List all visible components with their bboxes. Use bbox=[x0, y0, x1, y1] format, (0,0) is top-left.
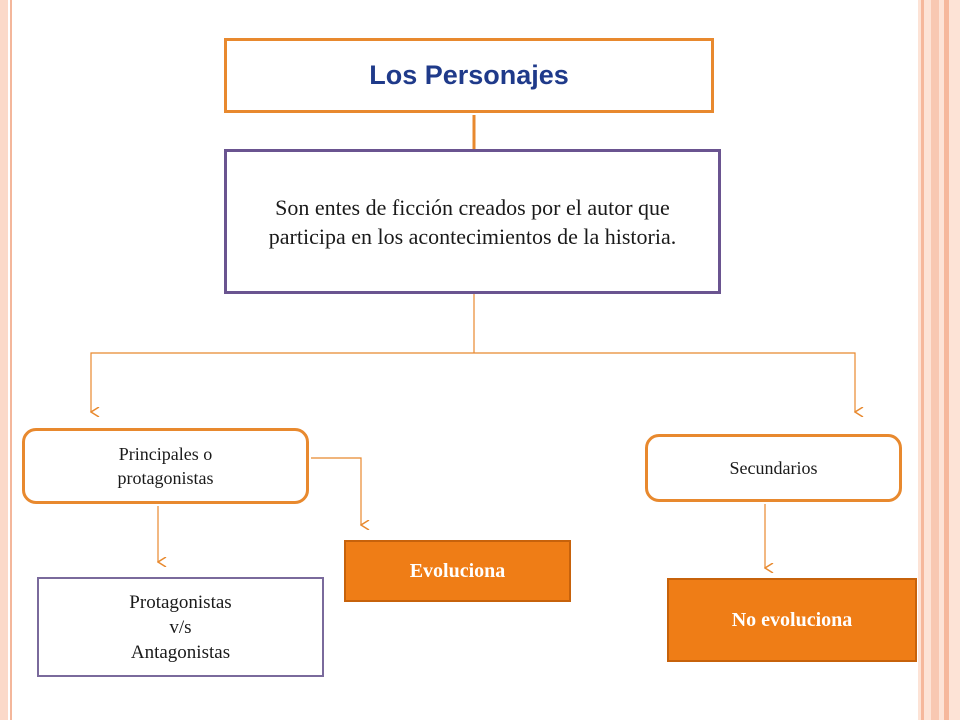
protagonistas-vs-box: Protagonistas v/s Antagonistas bbox=[37, 577, 324, 677]
arrow-to-principales bbox=[91, 352, 474, 412]
definition-box: Son entes de ficción creados por el auto… bbox=[224, 149, 721, 294]
right-decorative-line-1 bbox=[921, 0, 924, 720]
diagram-title: Los Personajes bbox=[369, 60, 569, 90]
right-decorative-line-2 bbox=[931, 0, 939, 720]
left-decorative-line bbox=[10, 0, 12, 720]
no-evoluciona-label: No evoluciona bbox=[731, 608, 853, 631]
protagonistas-line: Protagonistas bbox=[129, 591, 232, 613]
right-decorative-band bbox=[918, 0, 960, 720]
definition-text: Son entes de ficción creados por el auto… bbox=[268, 194, 677, 249]
no-evoluciona-box: No evoluciona bbox=[667, 578, 917, 662]
vs-line: v/s bbox=[169, 616, 192, 638]
arrow-to-evoluciona bbox=[311, 457, 361, 525]
left-decorative-stripe bbox=[0, 0, 8, 720]
title-box: Los Personajes bbox=[224, 38, 714, 113]
principales-line-1: Principales o bbox=[118, 444, 213, 464]
principales-line-2: protagonistas bbox=[117, 468, 214, 488]
evoluciona-box: Evoluciona bbox=[344, 540, 571, 602]
arrow-to-secundarios bbox=[474, 352, 855, 412]
principales-box: Principales o protagonistas bbox=[22, 428, 309, 504]
secundarios-label: Secundarios bbox=[729, 458, 818, 478]
secundarios-box: Secundarios bbox=[645, 434, 902, 502]
evoluciona-label: Evoluciona bbox=[409, 559, 506, 582]
right-decorative-line-3 bbox=[944, 0, 949, 720]
antagonistas-line: Antagonistas bbox=[130, 641, 231, 663]
